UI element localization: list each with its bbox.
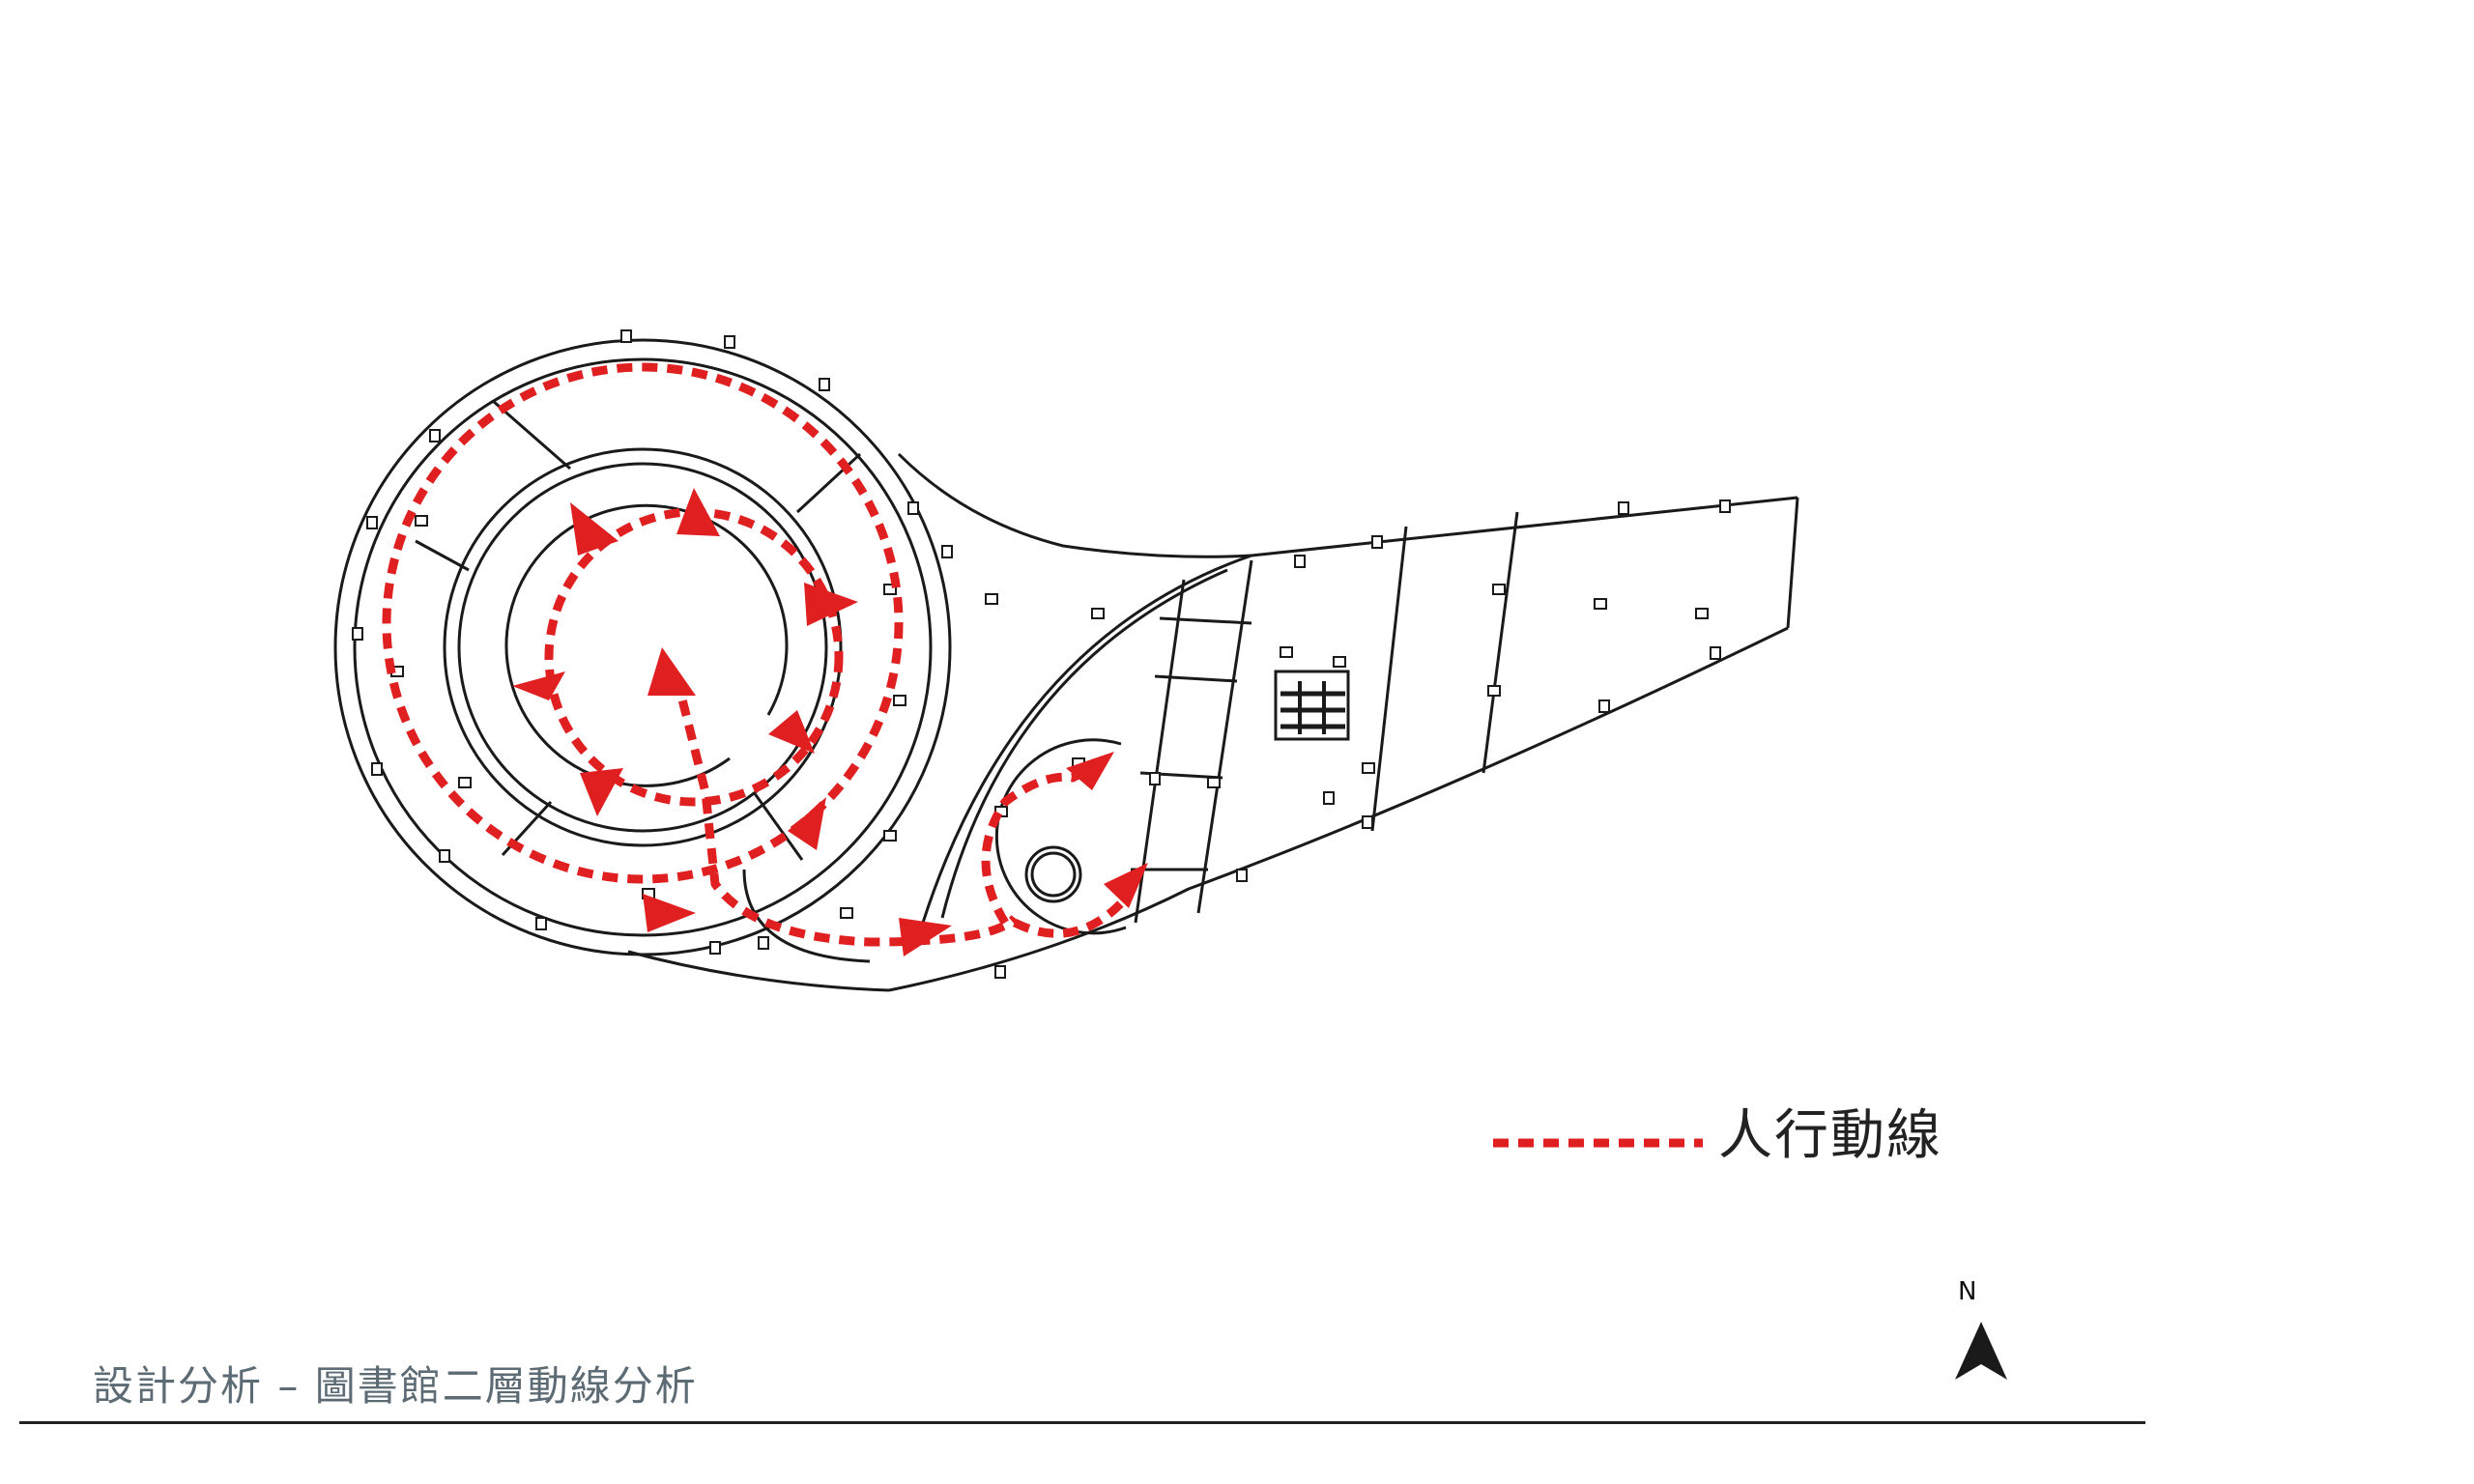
wedge-partition [1370, 526, 1408, 832]
wedge-partition [1482, 511, 1519, 774]
wedge-right-wall [1786, 497, 1799, 629]
arrowhead [643, 894, 696, 932]
arrowhead [580, 768, 623, 816]
wedge-bottom-wall [888, 626, 1789, 992]
radial-divider [795, 452, 862, 514]
wedge-top-wall [1251, 496, 1798, 557]
column-markers [352, 329, 1731, 979]
path-small-loop-lower [1012, 899, 1125, 938]
arrowhead [768, 710, 815, 754]
north-arrow-icon [1955, 1322, 2007, 1380]
middle-ring-wall [443, 447, 843, 847]
circulation-path [382, 362, 1125, 947]
upper-connection-wall [897, 452, 1252, 558]
wedge-partition [1154, 674, 1238, 683]
outer-ring-wall [333, 338, 952, 956]
small-round-volume [994, 738, 1127, 935]
middle-ring-inner-wall [457, 462, 828, 833]
caption-title: 設計分析 – 圖書館二層動線分析 [93, 1362, 698, 1410]
lower-link-wall [627, 950, 890, 992]
radial-divider [415, 539, 470, 572]
outer-ring-inner-wall [353, 357, 933, 937]
plan-linework [333, 338, 1799, 992]
path-small-loop [981, 763, 1095, 926]
arrowhead [647, 647, 696, 696]
caption-rule [19, 1421, 2145, 1424]
arrowhead [676, 488, 720, 536]
arrowhead [1104, 863, 1148, 908]
stair-core [1274, 670, 1350, 741]
path-outer-loop [382, 362, 904, 884]
path-spine [672, 674, 1019, 947]
radial-divider [752, 791, 804, 861]
leaf-curve-inner [940, 568, 1228, 919]
arrowhead [788, 797, 826, 850]
lower-curved-ramp [742, 869, 871, 963]
legend-label: 人行動線 [1718, 1104, 1942, 1167]
wedge-partition [1159, 616, 1252, 625]
arrowhead [570, 502, 618, 556]
arrowhead [1066, 752, 1114, 790]
small-round-core [1024, 845, 1082, 903]
small-round-core-inner [1030, 851, 1077, 898]
north-label: N [1958, 1277, 1977, 1306]
arrowhead [512, 671, 565, 700]
wedge-partition [1196, 559, 1253, 914]
arrowhead [899, 918, 952, 956]
arrowhead [804, 583, 858, 626]
path-arrowheads [512, 488, 1148, 956]
radial-divider [492, 399, 571, 471]
leaf-curve-outer [921, 554, 1252, 924]
